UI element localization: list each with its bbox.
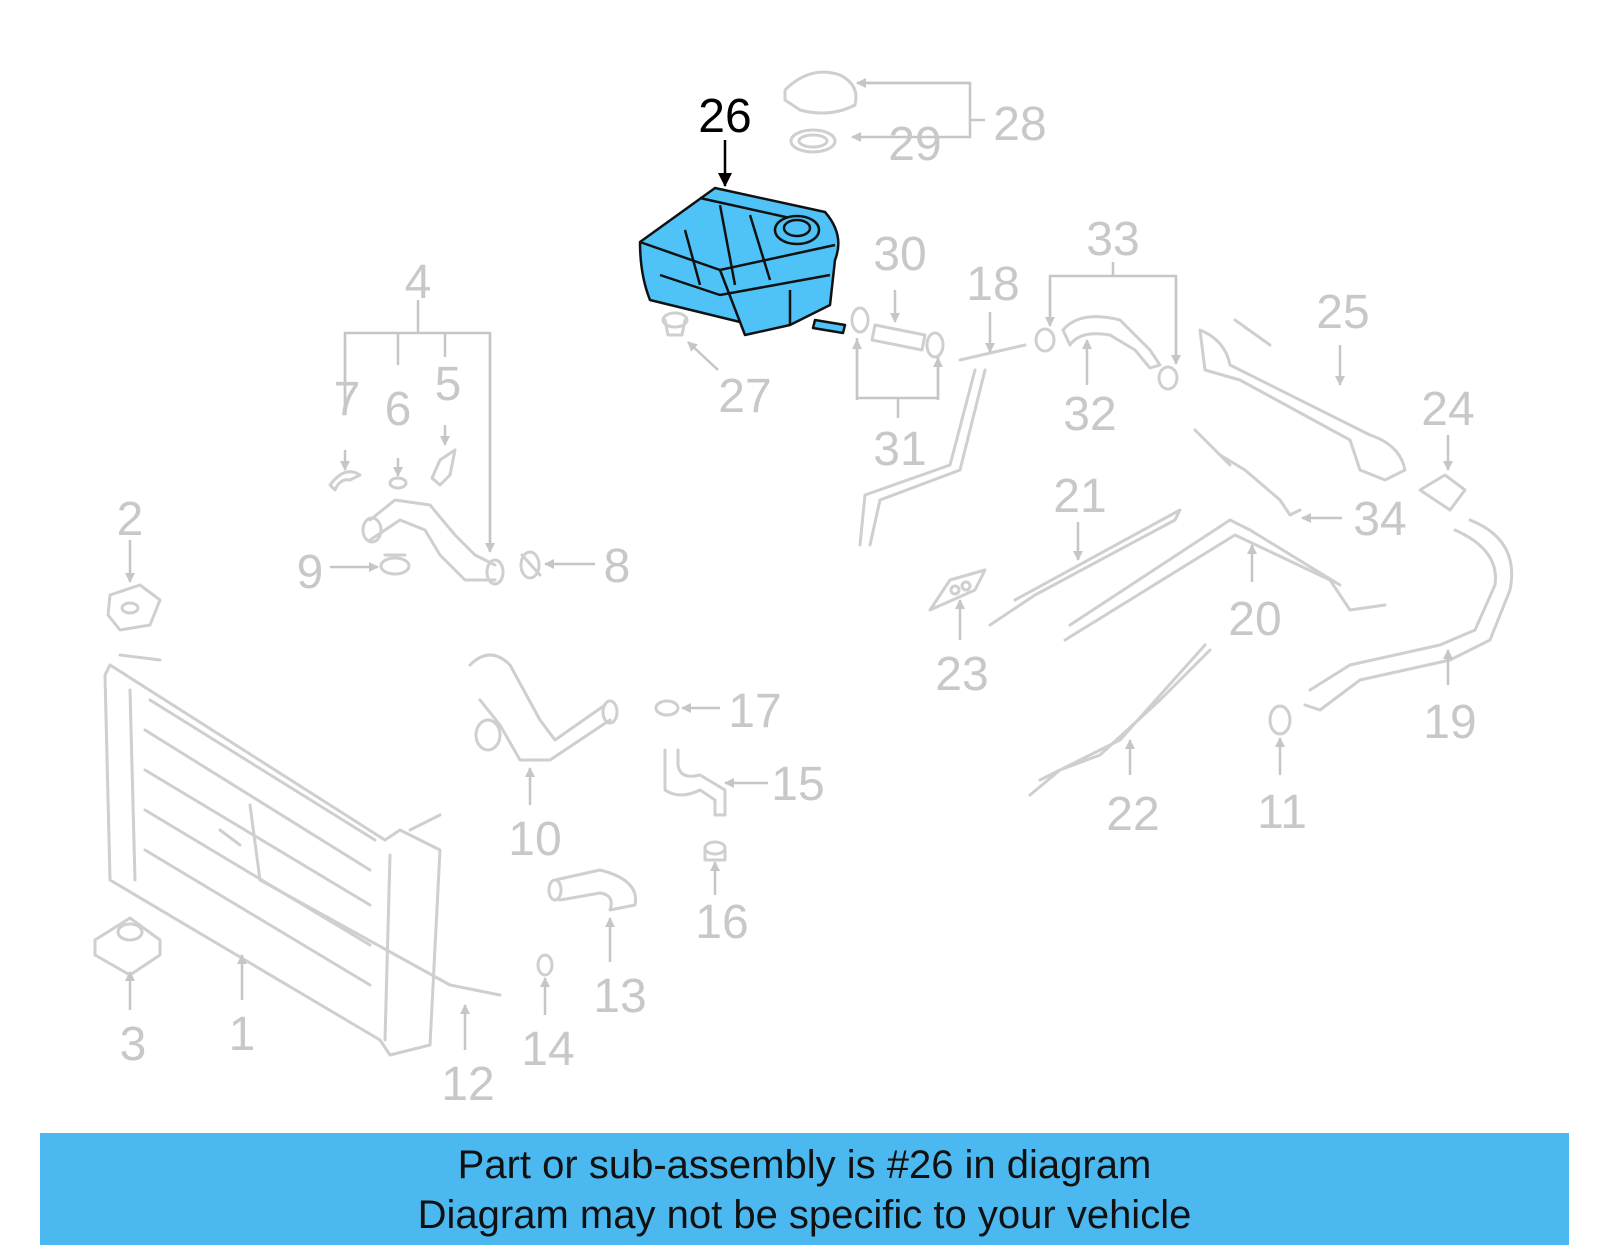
caption-disclaimer: Diagram may not be specific to your vehi… [417,1193,1192,1237]
callout-24: 24 [1421,383,1474,436]
callout-29: 29 [888,118,941,171]
callout-labels: 1 2 3 4 5 6 7 8 9 10 11 12 13 14 15 16 1… [117,90,1477,1111]
callout-6: 6 [385,383,412,436]
part-pipe-22 [1028,643,1212,797]
part-hose-15 [663,748,727,817]
callout-28: 28 [993,98,1046,151]
part-cap-16 [703,840,727,862]
callout-21: 21 [1053,470,1106,523]
callout-5: 5 [435,358,462,411]
part-bracket-2 [106,583,162,632]
callout-32: 32 [1063,388,1116,441]
part-hose-32 [1061,315,1162,370]
part-mount-3 [93,916,162,977]
callout-11: 11 [1257,786,1307,839]
part-radiator [103,653,502,1057]
part-grommet-27 [661,311,689,337]
part-clamps-33 [1034,327,1179,391]
callout-25: 25 [1316,286,1369,339]
callout-22: 22 [1106,788,1159,841]
callout-17: 17 [728,685,781,738]
callout-13: 13 [593,970,646,1023]
part-cap-28 [783,70,858,115]
callout-16: 16 [695,896,748,949]
caption-banner: Part or sub-assembly is #26 in diagram D… [40,1133,1569,1245]
callout-2: 2 [117,493,144,546]
callout-26: 26 [698,90,751,143]
callout-33: 33 [1086,213,1139,266]
part-clip-14 [536,953,554,977]
part-pipe-34 [1193,428,1302,517]
part-sensor-5 [430,448,457,487]
callout-7: 7 [334,373,361,426]
callout-9: 9 [297,546,324,599]
callout-19: 19 [1423,696,1476,749]
part-hose-30 [870,323,927,352]
part-shield-23 [928,568,987,612]
part-coolant-reservoir-26[interactable] [638,186,847,337]
callout-27: 27 [718,370,771,423]
callout-1: 1 [229,1008,256,1061]
part-clamp-9 [379,553,411,576]
callout-18: 18 [966,258,1019,311]
part-plug-17 [654,699,680,717]
callout-8: 8 [604,540,631,593]
caption-part-note: Part or sub-assembly is #26 in diagram [457,1143,1152,1187]
part-housing-25 [1198,318,1407,482]
callout-31: 31 [873,423,926,476]
callout-15: 15 [771,758,824,811]
callout-30: 30 [873,228,926,281]
part-hose-13 [547,868,638,912]
leader-lines [125,78,1453,1050]
part-clamps-31 [850,306,945,359]
part-hose-4 [361,498,505,586]
callout-4: 4 [405,256,432,309]
callout-3: 3 [120,1018,147,1071]
part-clamp-11 [1268,704,1292,736]
part-hose-24 [1418,473,1467,512]
part-hose-10 [468,653,619,762]
part-pipe-20 [1063,518,1387,642]
callout-12: 12 [441,1058,494,1111]
callout-23: 23 [935,648,988,701]
part-clip-7 [328,470,362,492]
part-oring-6 [388,476,408,490]
part-seal-29 [789,128,837,154]
callout-14: 14 [521,1023,574,1076]
part-hose-19 [1303,518,1514,712]
part-tube-21 [988,508,1182,627]
callout-10: 10 [508,813,561,866]
part-clamp-8 [519,550,542,580]
callout-34: 34 [1353,493,1406,546]
callout-20: 20 [1228,593,1281,646]
